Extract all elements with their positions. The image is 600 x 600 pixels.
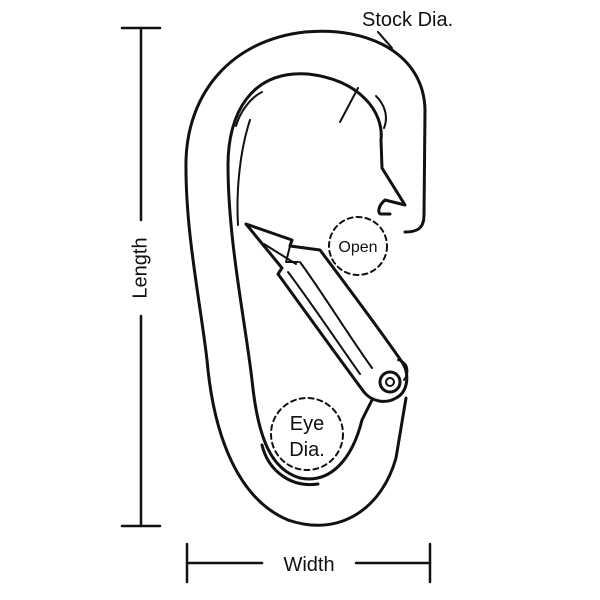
hook-inner-outline [226,72,407,481]
length-label: Length [129,237,151,298]
gate-ridge-c [287,271,361,375]
gate-ridge-b [299,261,373,369]
open-callout-circle [328,216,388,276]
stock-dia-inner-leader [339,87,359,123]
width-label: Width [283,554,334,576]
gate-outline [244,222,409,403]
stock-dia-leader [377,31,393,49]
inner-shade-left [236,119,251,226]
gate-rivet-outer [378,370,402,394]
gate-rivet-inner [385,377,395,387]
open-label: Open [338,239,377,256]
eye-dia-label-line1: Eye [290,413,324,435]
eye-inner-curve [260,443,320,487]
hook-outer-outline [184,29,427,527]
gate-hinge [397,359,409,381]
inner-shade-tip [375,95,387,129]
inner-shade-top [235,91,263,127]
stock-dia-label: Stock Dia. [362,9,453,31]
eye-dia-label-line2: Dia. [289,439,325,461]
gate-ridge-a [263,243,297,265]
gate-notch [285,245,299,263]
eye-callout-circle [270,397,344,471]
